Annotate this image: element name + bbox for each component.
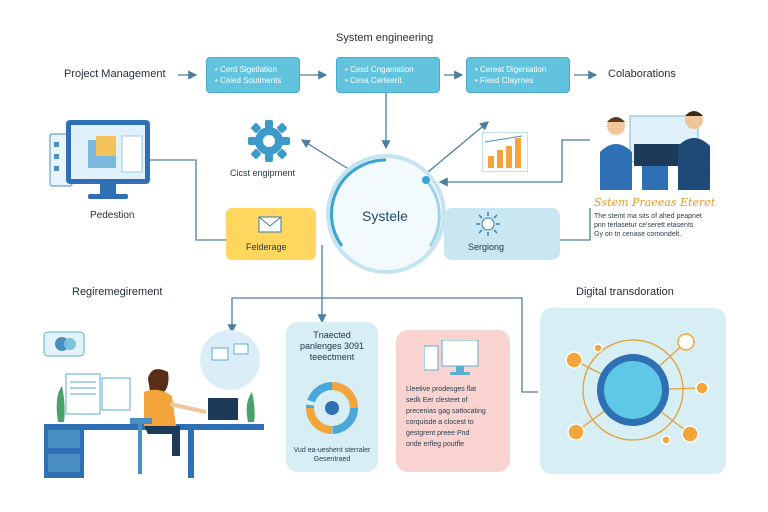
process-box-2[interactable]: • Cesd Cnganiation • Cesa Certeerit	[336, 57, 440, 93]
colaborations-label: Colaborations	[608, 68, 676, 80]
process-box-2-line1: • Cesd Cnganiation	[345, 65, 414, 74]
project-management-label: Project Management	[64, 68, 166, 80]
gear-label: Cicst engiprnent	[230, 168, 296, 178]
cycle-icon	[306, 382, 358, 434]
mail-icon	[258, 216, 282, 233]
challenges-title-3: teeectment	[309, 352, 355, 362]
network-illustration	[565, 333, 709, 445]
collab-card-line1: The stemt ma sits of ahed peapnet	[594, 213, 702, 220]
sun-gear-icon	[476, 212, 500, 236]
process-text-5: gestgrent preee Pnd	[406, 430, 470, 437]
bar-chart-icon	[482, 132, 528, 172]
process-box-2-line2: • Cesa Certeerit	[345, 76, 402, 85]
felderage-label: Felderage	[246, 242, 287, 252]
challenges-footer-2: Gesentraed	[313, 456, 351, 463]
collaboration-illustration	[600, 111, 710, 190]
process-text-3: precenias gag sattocating	[406, 408, 486, 415]
collab-card-line2: pnn terlasetur ce'serett etasents	[594, 222, 694, 229]
process-text-4: corquisde a clocest to	[406, 419, 474, 426]
central-hub	[326, 154, 446, 274]
process-box-3-line2: • Fiesd Clayrnes	[475, 76, 534, 85]
challenges-footer-1: Vud ea-ueshent sterraler	[293, 447, 371, 454]
process-box-3-line1: • Cereat Digeniation	[475, 65, 547, 74]
pedestion-label: Pedestion	[90, 210, 135, 221]
collab-card-line3: Gy on tn cenase comondelt.	[594, 231, 682, 238]
challenges-card[interactable]: Tnaected panlenges 3091 teeectment Vud e…	[286, 322, 378, 472]
sergiong-box[interactable]: Sergiong	[444, 208, 560, 260]
hub-label: Systele	[362, 208, 408, 224]
process-box-1[interactable]: • Cerd Sigetlation • Ceied Soutments	[206, 57, 300, 93]
digital-transformation-label: Digital transdoration	[576, 286, 674, 298]
regiremegirement-label: Regiremegirement	[72, 286, 163, 298]
digital-transformation-card[interactable]	[540, 308, 726, 474]
process-box-3[interactable]: • Cereat Digeniation • Fiesd Clayrnes	[466, 57, 570, 93]
screen-icon	[424, 340, 479, 375]
process-box-1-line2: • Ceied Soutments	[215, 76, 282, 85]
workspace-illustration	[43, 330, 264, 478]
challenges-title-2: panlenges 3091	[299, 341, 365, 351]
process-text-2: sedk Eer clesteet of	[406, 397, 468, 404]
process-text-1: Lleetive prodesges flat	[406, 386, 477, 393]
felderage-box[interactable]: Felderage	[226, 208, 316, 260]
process-text-6: onde erfleg poutfle	[406, 441, 464, 448]
sergiong-label: Sergiong	[468, 242, 505, 252]
page-title: System engineering	[336, 32, 434, 44]
process-card[interactable]: Lleetive prodesges flat sedk Eer clestee…	[396, 330, 510, 472]
collab-card-title: Sstem Praeeas Eteret	[594, 196, 716, 209]
process-box-1-line1: • Cerd Sigetlation	[215, 65, 277, 74]
gear-icon	[248, 120, 290, 162]
challenges-title-1: Tnaected	[313, 330, 351, 340]
monitor-illustration	[49, 120, 150, 199]
